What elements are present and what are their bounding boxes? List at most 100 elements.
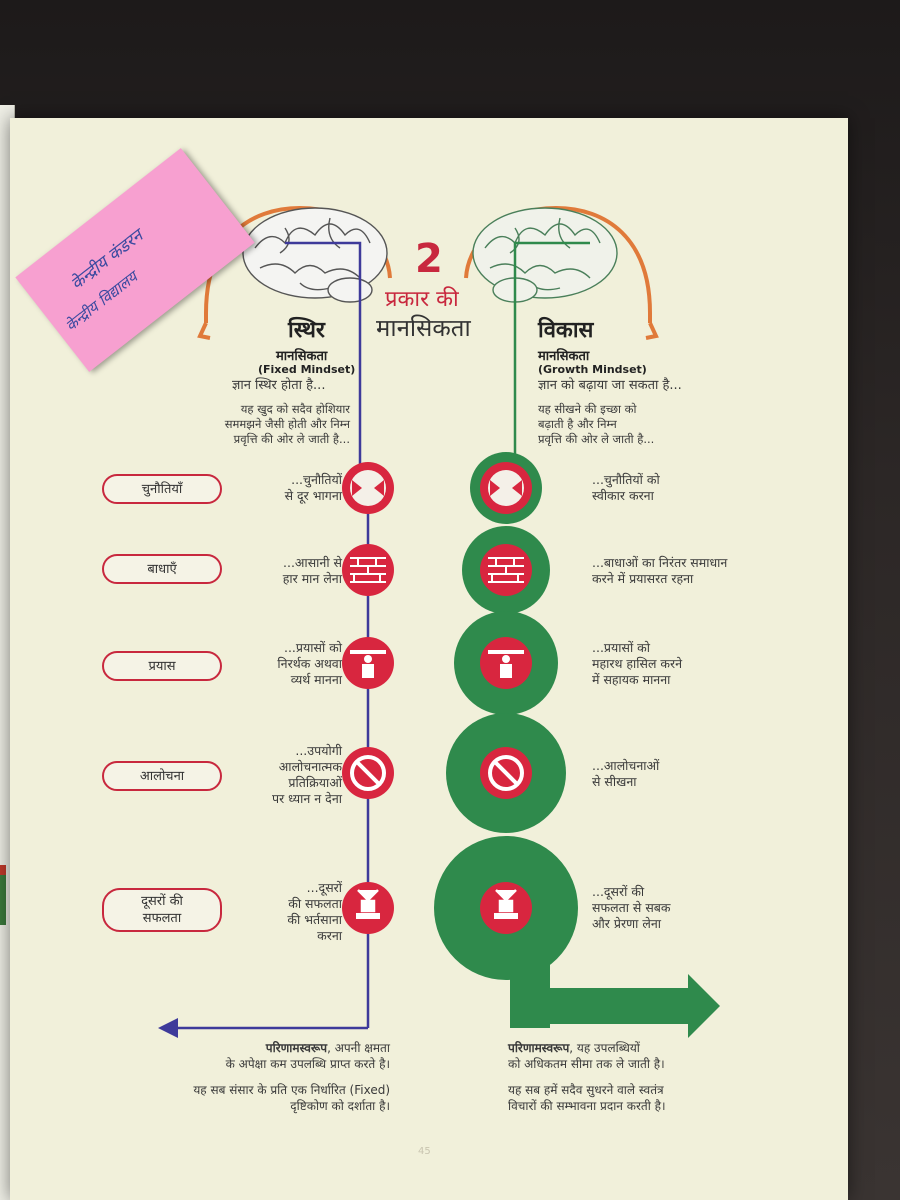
growth-item-challenges: ...चुनौतियों को स्वीकार करना: [592, 472, 660, 504]
item-line: स्वीकार करना: [592, 488, 654, 503]
growth-desc-line: यह सीखने की इच्छा को: [538, 402, 637, 416]
fixed-heading: स्थिर: [288, 318, 325, 343]
mindset-graphic: [158, 205, 720, 1038]
item-line: से सीखना: [592, 774, 637, 789]
fixed-desc-line: प्रवृत्ति की ओर ले जाती है...: [233, 432, 350, 446]
title-line2: मानसिकता: [376, 314, 471, 342]
fixed-item-success: ...दूसरों की सफलता की भर्तसाना करना: [222, 880, 342, 944]
growth-wall-icon: [480, 544, 532, 596]
item-line: महारथ हासिल करने: [592, 656, 683, 671]
fixed-result-text: , अपनी क्षमता: [327, 1041, 390, 1055]
growth-success-icon: [480, 882, 532, 934]
spacer: [508, 1072, 666, 1082]
book-page: 2 प्रकार की मानसिकता स्थिर मानसिकता (Fix…: [10, 118, 848, 1200]
item-line: हार मान लेना: [282, 571, 342, 586]
title-line1: प्रकार की: [385, 287, 459, 312]
category-obstacles: बाधाएँ: [102, 554, 222, 584]
fixed-result2-line: दृष्टिकोण को दर्शाता है।: [290, 1099, 390, 1113]
page-number: 45: [418, 1146, 431, 1157]
item-line: ...दूसरों: [306, 880, 342, 895]
item-line: ...चुनौतियों: [291, 472, 342, 487]
fixed-result-line1: परिणामस्वरूप, अपनी क्षमता: [160, 1040, 390, 1056]
edge-green-mark: [0, 875, 6, 925]
fixed-result-bold: परिणामस्वरूप: [265, 1041, 328, 1055]
growth-arrow-head: [688, 974, 720, 1038]
item-line: ...उपयोगी: [295, 743, 342, 758]
growth-result-line2: को अधिकतम सीमा तक ले जाती है।: [508, 1057, 665, 1071]
growth-arrow-bar: [510, 988, 690, 1024]
growth-item-criticism: ...आलोचनाओं से सीखना: [592, 758, 659, 790]
category-line: दूसरों की: [141, 894, 183, 909]
growth-head-nose: [645, 322, 659, 340]
item-line: निरर्थक अथवा: [277, 656, 342, 671]
item-line: में सहायक मानना: [592, 672, 671, 687]
fixed-subheading: मानसिकता: [276, 349, 328, 364]
growth-result-line1: परिणामस्वरूप, यह उपलब्धियों: [508, 1040, 666, 1056]
item-line: ...दूसरों की: [592, 884, 645, 899]
growth-item-obstacles: ...बाधाओं का निरंतर समाधान करने में प्रय…: [592, 555, 727, 587]
item-line: और प्रेरणा लेना: [592, 916, 661, 931]
item-line: व्यर्थ मानना: [290, 672, 342, 687]
item-line: करने में प्रयासरत रहना: [592, 571, 694, 586]
fixed-desc-line: यह खुद को सदैव होशियार: [240, 402, 350, 416]
item-line: पर ध्यान न देना: [271, 791, 342, 806]
fixed-result2-line: यह सब संसार के प्रति एक निर्धारित (Fixed…: [193, 1083, 390, 1097]
fixed-effort-icon: [342, 637, 394, 689]
item-line: की सफलता: [288, 896, 342, 911]
fixed-desc-line: सममझने जैसी होती और निम्न: [224, 417, 350, 431]
fixed-item-challenges: ...चुनौतियों से दूर भागना: [222, 472, 342, 504]
growth-tagline: ज्ञान को बढ़ाया जा सकता है...: [538, 378, 682, 393]
item-line: प्रतिक्रियाओं: [288, 775, 342, 790]
fixed-path-line: [285, 241, 362, 493]
item-line: से दूर भागना: [284, 488, 342, 503]
growth-item-success: ...दूसरों की सफलता से सबक और प्रेरणा लेन…: [592, 884, 671, 932]
fixed-item-effort: ...प्रयासों को निरर्थक अथवा व्यर्थ मानना: [222, 640, 342, 688]
item-line: ...बाधाओं का निरंतर समाधान: [592, 555, 728, 570]
item-line: ...आसानी से: [283, 555, 342, 570]
category-effort: प्रयास: [102, 651, 222, 681]
item-line: ...आलोचनाओं: [592, 758, 660, 773]
growth-result-bold: परिणामस्वरूप: [508, 1041, 570, 1055]
growth-description: यह सीखने की इच्छा को बढ़ाती है और निम्न …: [538, 402, 654, 447]
fixed-challenge-icon: [342, 462, 394, 514]
growth-effort-icon: [480, 637, 532, 689]
fixed-criticism-icon: [342, 747, 394, 799]
item-line: करना: [317, 928, 342, 943]
growth-criticism-icon: [480, 747, 532, 799]
item-line: आलोचनात्मक: [278, 759, 342, 774]
item-line: ...प्रयासों को: [283, 640, 342, 655]
fixed-arrow-head: [158, 1018, 178, 1038]
fixed-item-obstacles: ...आसानी से हार मान लेना: [222, 555, 342, 587]
growth-english-label: (Growth Mindset): [538, 363, 647, 376]
fixed-result: परिणामस्वरूप, अपनी क्षमता के अपेक्षा कम …: [160, 1040, 390, 1114]
fixed-item-criticism: ...उपयोगी आलोचनात्मक प्रतिक्रियाओं पर ध्…: [212, 743, 342, 807]
item-line: की भर्तसाना: [287, 912, 342, 927]
growth-path-line: [513, 241, 590, 493]
growth-challenge-icon: [480, 462, 532, 514]
growth-result: परिणामस्वरूप, यह उपलब्धियों को अधिकतम सी…: [508, 1040, 666, 1114]
growth-heading: विकास: [538, 318, 594, 343]
item-line: सफलता से सबक: [592, 900, 671, 915]
growth-desc-line: बढ़ाती है और निम्न: [538, 417, 617, 431]
title-number: 2: [415, 236, 443, 282]
category-line: सफलता: [142, 911, 182, 926]
category-others-success: दूसरों की सफलता: [102, 888, 222, 932]
growth-item-effort: ...प्रयासों को महारथ हासिल करने में सहाय…: [592, 640, 682, 688]
growth-result2-line: यह सब हमें सदैव सुधरने वाले स्वतंत्र: [508, 1083, 664, 1097]
growth-result2-line: विचारों की सम्भावना प्रदान करती है।: [508, 1099, 666, 1113]
fixed-description: यह खुद को सदैव होशियार सममझने जैसी होती …: [170, 402, 350, 447]
growth-subheading: मानसिकता: [538, 349, 590, 364]
item-line: ...प्रयासों को: [592, 640, 651, 655]
fixed-brain-icon: [242, 207, 388, 303]
category-challenges: चुनौतियाँ: [102, 474, 222, 504]
fixed-tagline: ज्ञान स्थिर होता है...: [232, 378, 326, 393]
edge-red-mark: [0, 865, 6, 879]
spacer: [160, 1072, 390, 1082]
fixed-result-line2: के अपेक्षा कम उपलब्धि प्राप्त करते है।: [225, 1057, 390, 1071]
category-criticism: आलोचना: [102, 761, 222, 791]
item-line: ...चुनौतियों को: [592, 472, 660, 487]
fixed-head-nose: [197, 322, 211, 340]
fixed-success-icon: [342, 882, 394, 934]
fixed-wall-icon: [342, 544, 394, 596]
